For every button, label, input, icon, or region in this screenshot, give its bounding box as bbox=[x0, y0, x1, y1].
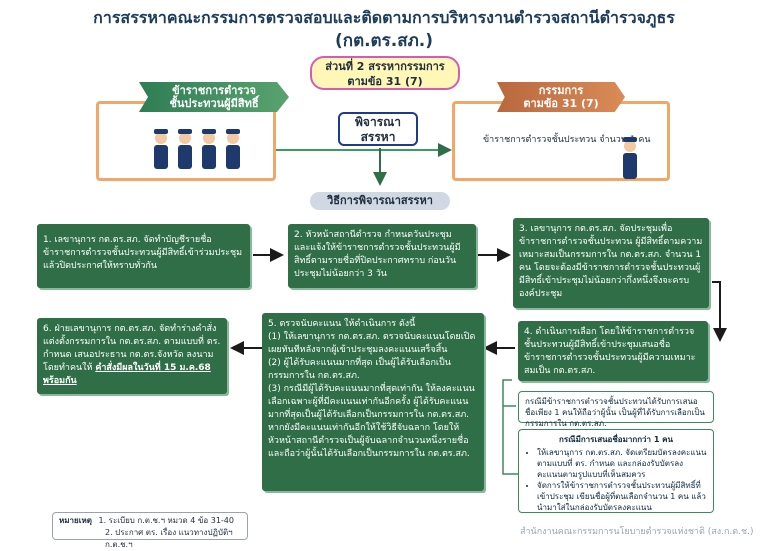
section-line2: ตามข้อ 31 (7) bbox=[347, 75, 423, 88]
left-card-line2: ชั้นประทวนผู้มีสิทธิ์ bbox=[169, 97, 259, 110]
section-pill: ส่วนที่ 2 สรรหากรรมการ ตามข้อ 31 (7) bbox=[310, 56, 460, 90]
eligible-officers-banner: ข้าราชการตำรวจ ชั้นประทวนผู้มีสิทธิ์ bbox=[139, 82, 289, 112]
remarks-line1: 1. ระเบียบ ก.ต.ช.ฯ หมวด 4 ข้อ 31-40 bbox=[98, 516, 234, 525]
case2-bullet-2: จัดการให้ข้าราชการตำรวจชั้นประทวนผู้มีสิ… bbox=[537, 480, 707, 513]
section-line1: ส่วนที่ 2 สรรหากรรมการ bbox=[325, 60, 445, 73]
committee-description: ข้าราชการตำรวจชั้นประทวน จำนวน 1 คน bbox=[483, 135, 651, 145]
page-title: การสรรหาคณะกรรมการตรวจสอบและติดตามการบริ… bbox=[93, 8, 675, 27]
left-card-line1: ข้าราชการตำรวจ bbox=[172, 84, 256, 97]
step-5: 5. ตรวจนับคะแนน ให้ดำเนินการ ดังนี้ (1) … bbox=[262, 313, 484, 491]
step-6-emphasis: คำสั่งมีผลในวันที่ 15 ม.ค.68 พร้อมกัน bbox=[43, 363, 211, 386]
step-6: 6. ฝ่ายเลขานุการ กต.ตร.สภ. จัดทำร่างคำสั… bbox=[37, 318, 227, 394]
right-card-line2: ตามข้อ 31 (7) bbox=[523, 97, 599, 110]
footer-agency: สำนักงานคณะกรรมการนโยบายตำรวจแห่งชาติ (ส… bbox=[520, 527, 754, 537]
case2-bullet-1: ให้เลขานุการ กต.ตร.สภ. จัดเตรียมบัตรลงคะ… bbox=[537, 447, 707, 480]
consider-line2: สรรหา bbox=[360, 130, 396, 144]
page-subtitle: (กต.ตร.สภ.) bbox=[335, 31, 433, 51]
case-single-nominee: กรณีมีข้าราชการตำรวจชั้นประทวนได้รับการเ… bbox=[518, 391, 714, 428]
step-1: 1. เลขานุการ กต.ตร.สภ. จัดทำบัญชีรายชื่อ… bbox=[37, 224, 250, 288]
consider-recruit-box: พิจารณา สรรหา bbox=[338, 112, 418, 146]
step-5-point-2: (2) ผู้ได้รับคะแนนมากที่สุด เป็นผู้ได้รั… bbox=[268, 358, 451, 381]
step-2: 2. หัวหน้าสถานีตำรวจ กำหนดวันประชุม และแ… bbox=[288, 224, 476, 288]
case2-title: กรณีมีการเสนอชื่อมากกว่า 1 คน bbox=[559, 435, 673, 444]
consider-line1: พิจารณา bbox=[355, 115, 401, 129]
police-officers-icon bbox=[154, 129, 240, 169]
police-officer-icon bbox=[623, 137, 637, 179]
remarks-box: หมายเหตุ 1. ระเบียบ ก.ต.ช.ฯ หมวด 4 ข้อ 3… bbox=[52, 512, 248, 549]
remarks-line2: 2. ประกาศ ตร. เรื่อง แนวทางปฏิบัติฯ ก.ต.… bbox=[105, 528, 233, 549]
step-4: 4. ดำเนินการเลือก โดยให้ข้าราชการตำรวจชั… bbox=[518, 321, 708, 381]
step-6-text: 6. ฝ่ายเลขานุการ กต.ตร.สภ. จัดทำร่างคำสั… bbox=[43, 324, 221, 373]
step-5-point-3: (3) กรณีมีผู้ได้รับคะแนนมากที่สุดเท่ากัน… bbox=[268, 384, 475, 459]
case-bracket bbox=[502, 379, 518, 475]
step-5-intro: 5. ตรวจนับคะแนน ให้ดำเนินการ ดังนี้ bbox=[268, 319, 416, 329]
committee-member-banner: กรรมการ ตามข้อ 31 (7) bbox=[497, 82, 625, 112]
right-card-line1: กรรมการ bbox=[538, 84, 584, 97]
committee-member-card: กรรมการ ตามข้อ 31 (7) ข้าราชการตำรวจชั้น… bbox=[452, 82, 670, 181]
step-5-point-1: (1) ให้เลขานุการ กต.ตร.สภ. ตรวจนับคะแนนโ… bbox=[268, 332, 476, 355]
remarks-label: หมายเหตุ bbox=[59, 516, 92, 525]
arrow-step3-to-4 bbox=[712, 281, 727, 342]
case-multiple-nominees: กรณีมีการเสนอชื่อมากกว่า 1 คน ให้เลขานุก… bbox=[518, 429, 714, 513]
eligible-officers-card: ข้าราชการตำรวจ ชั้นประทวนผู้มีสิทธิ์ bbox=[96, 82, 289, 181]
method-label: วิธีการพิจารณาสรรหา bbox=[310, 192, 450, 210]
step-3: 3. เลขานุการ กต.ตร.สภ. จัดประชุมเพื่อข้า… bbox=[513, 218, 709, 308]
